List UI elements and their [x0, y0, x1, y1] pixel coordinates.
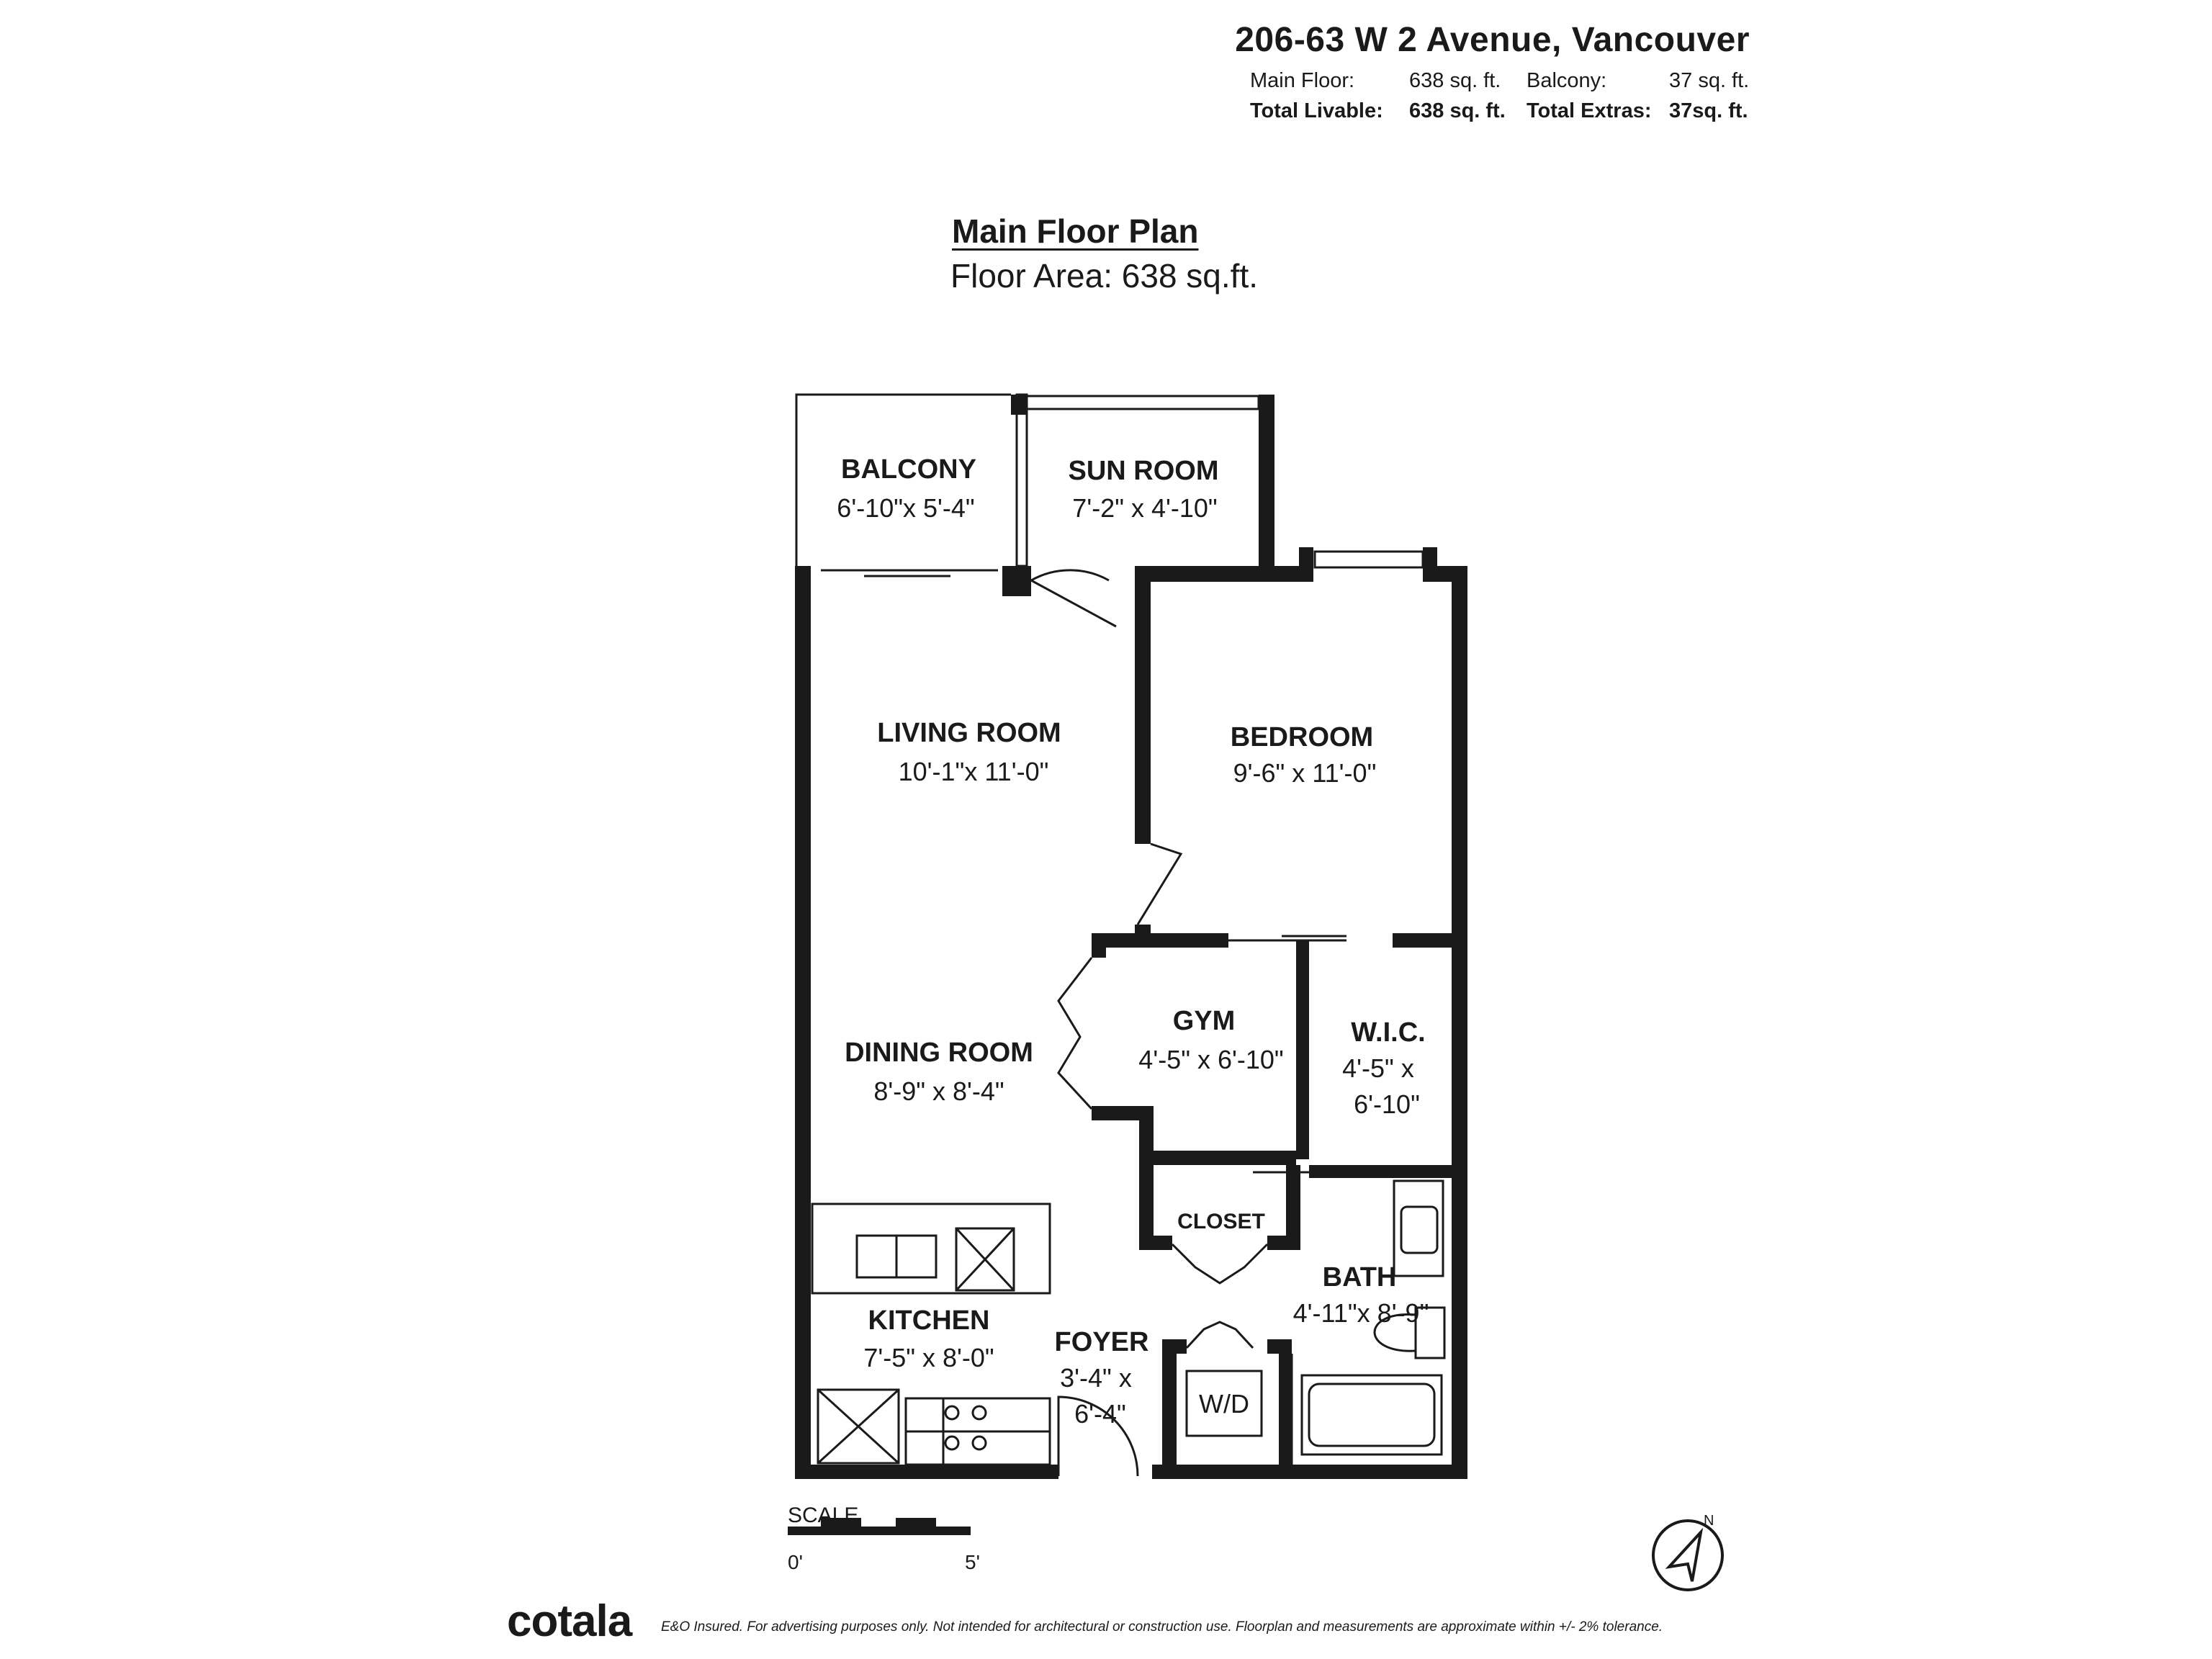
total-extras-label: Total Extras:	[1527, 99, 1652, 122]
room-dims-wic-2: 6'-10"	[1354, 1089, 1420, 1119]
burner	[971, 1405, 987, 1421]
bathtub-inner	[1308, 1382, 1436, 1447]
fridge	[817, 1388, 900, 1465]
wall-living-bedroom	[1135, 566, 1151, 844]
scale-start: 0'	[788, 1551, 803, 1573]
room-dims-foyer-1: 3'-4" x	[1060, 1363, 1132, 1393]
wall-bottom-left	[795, 1465, 1058, 1479]
wall-closet-right	[1286, 1165, 1300, 1250]
room-dims-bath: 4'-11"x 8'-9"	[1293, 1298, 1429, 1328]
plan-title: Main Floor Plan	[952, 212, 1199, 250]
compass	[1652, 1519, 1724, 1591]
burner	[971, 1435, 987, 1451]
room-dims-sun-room: 7'-2" x 4'-10"	[1072, 493, 1217, 523]
bedroom-window	[1313, 550, 1424, 569]
room-name-living-room: LIVING ROOM	[877, 718, 1061, 748]
room-dims-kitchen: 7'-5" x 8'-0"	[863, 1343, 994, 1372]
room-dims-living-room: 10'-1"x 11'-0"	[899, 757, 1049, 786]
main-floor-value: 638 sq. ft.	[1409, 69, 1501, 92]
thin-lines	[795, 393, 1446, 1477]
wall-closet-bottom-left	[1139, 1236, 1172, 1250]
wall-gym-top	[1092, 933, 1228, 948]
room-labels: BALCONY 6'-10"x 5'-4" SUN ROOM 7'-2" x 4…	[837, 454, 1429, 1429]
room-dims-balcony: 6'-10"x 5'-4"	[837, 493, 974, 523]
scale-label: SCALE	[788, 1503, 859, 1527]
total-extras-value: 37sq. ft.	[1669, 99, 1748, 122]
room-name-kitchen: KITCHEN	[868, 1305, 990, 1336]
kitchen-island	[811, 1202, 1051, 1295]
room-name-closet: CLOSET	[1177, 1210, 1265, 1233]
wall-sunroom-topcorner	[1011, 395, 1027, 415]
toilet-bowl	[1373, 1313, 1416, 1352]
laundry-bifold-door	[1185, 1321, 1254, 1349]
wall-laundry-top-left	[1162, 1339, 1187, 1354]
property-address: 206-63 W 2 Avenue, Vancouver	[1235, 21, 1750, 59]
brand-logo: cotala	[507, 1596, 632, 1646]
room-name-wic: W.I.C.	[1351, 1017, 1425, 1048]
bath-sink	[1400, 1205, 1439, 1254]
compass-north-label: N	[1704, 1513, 1714, 1529]
wall-gym-step	[1139, 1106, 1154, 1165]
wall-gym-bottom	[1139, 1151, 1296, 1165]
wall-right	[1452, 566, 1467, 1479]
room-name-balcony: BALCONY	[841, 454, 976, 485]
washer-dryer-box	[1185, 1370, 1263, 1437]
room-dims-bedroom: 9'-6" x 11'-0"	[1233, 758, 1377, 788]
room-dims-wic-1: 4'-5" x	[1342, 1053, 1414, 1083]
disclaimer-text: E&O Insured. For advertising purposes on…	[661, 1619, 1663, 1635]
wall-closet-left	[1139, 1165, 1154, 1250]
toilet-tank	[1414, 1306, 1446, 1359]
wall-gym-topleft	[1092, 933, 1106, 958]
wall-laundry-right	[1279, 1339, 1292, 1479]
bath-vanity	[1393, 1179, 1444, 1277]
main-floor-label: Main Floor:	[1250, 69, 1355, 92]
scale-bar	[788, 1518, 971, 1535]
wall-pillar	[1002, 566, 1031, 596]
compass-circle	[1652, 1519, 1724, 1591]
room-name-dining-room: DINING ROOM	[845, 1038, 1033, 1068]
sunroom-right-window	[1260, 413, 1273, 482]
closet-bifold-door	[1171, 1243, 1269, 1285]
wall-bedroom-top-left	[1135, 566, 1310, 582]
bathtub	[1300, 1374, 1443, 1456]
balcony-area-value: 37 sq. ft.	[1669, 69, 1750, 92]
room-name-bath: BATH	[1323, 1262, 1397, 1292]
room-dims-foyer-2: 6'-4"	[1074, 1399, 1126, 1429]
balcony-area-label: Balcony:	[1527, 69, 1607, 92]
entry-door	[1057, 1395, 1139, 1477]
bedroom-door	[1136, 842, 1183, 925]
total-livable-label: Total Livable:	[1250, 99, 1383, 122]
dishwasher	[955, 1227, 1015, 1292]
compass-arrow-icon	[1665, 1527, 1704, 1582]
wall-sunroom-corner	[1259, 395, 1274, 415]
burner	[944, 1435, 960, 1451]
wall-bottom-right	[1152, 1465, 1466, 1479]
sunroom-door	[1030, 569, 1117, 628]
wall-window-jamb-left	[1299, 547, 1313, 582]
sunroom-top-glazing	[1025, 395, 1260, 410]
sunroom-left-glazing	[1015, 393, 1028, 567]
room-name-gym: GYM	[1173, 1006, 1236, 1036]
room-name-foyer: FOYER	[1055, 1327, 1149, 1357]
gym-bifold-door	[1057, 957, 1093, 1110]
scale-end: 5'	[965, 1551, 980, 1573]
wall-laundry-left	[1162, 1339, 1177, 1479]
wall-window-jamb-right	[1423, 547, 1437, 582]
total-livable-value: 638 sq. ft.	[1409, 99, 1506, 122]
washer-dryer-label: W/D	[1199, 1389, 1249, 1419]
room-dims-dining-room: 8'-9" x 8'-4"	[873, 1076, 1004, 1106]
wall-wic-top	[1393, 933, 1467, 948]
wall-gym-wic	[1296, 940, 1309, 1159]
wall-left	[795, 566, 811, 1476]
plan-floor-area: Floor Area: 638 sq.ft.	[950, 257, 1259, 295]
balcony-outline	[795, 393, 1011, 566]
wall-gym-bottom-left	[1092, 1106, 1149, 1120]
room-name-bedroom: BEDROOM	[1231, 722, 1373, 752]
room-dims-gym: 4'-5" x 6'-10"	[1138, 1045, 1283, 1074]
burner	[944, 1405, 960, 1421]
room-name-sun-room: SUN ROOM	[1069, 456, 1219, 486]
wall-bath-top	[1309, 1165, 1467, 1178]
